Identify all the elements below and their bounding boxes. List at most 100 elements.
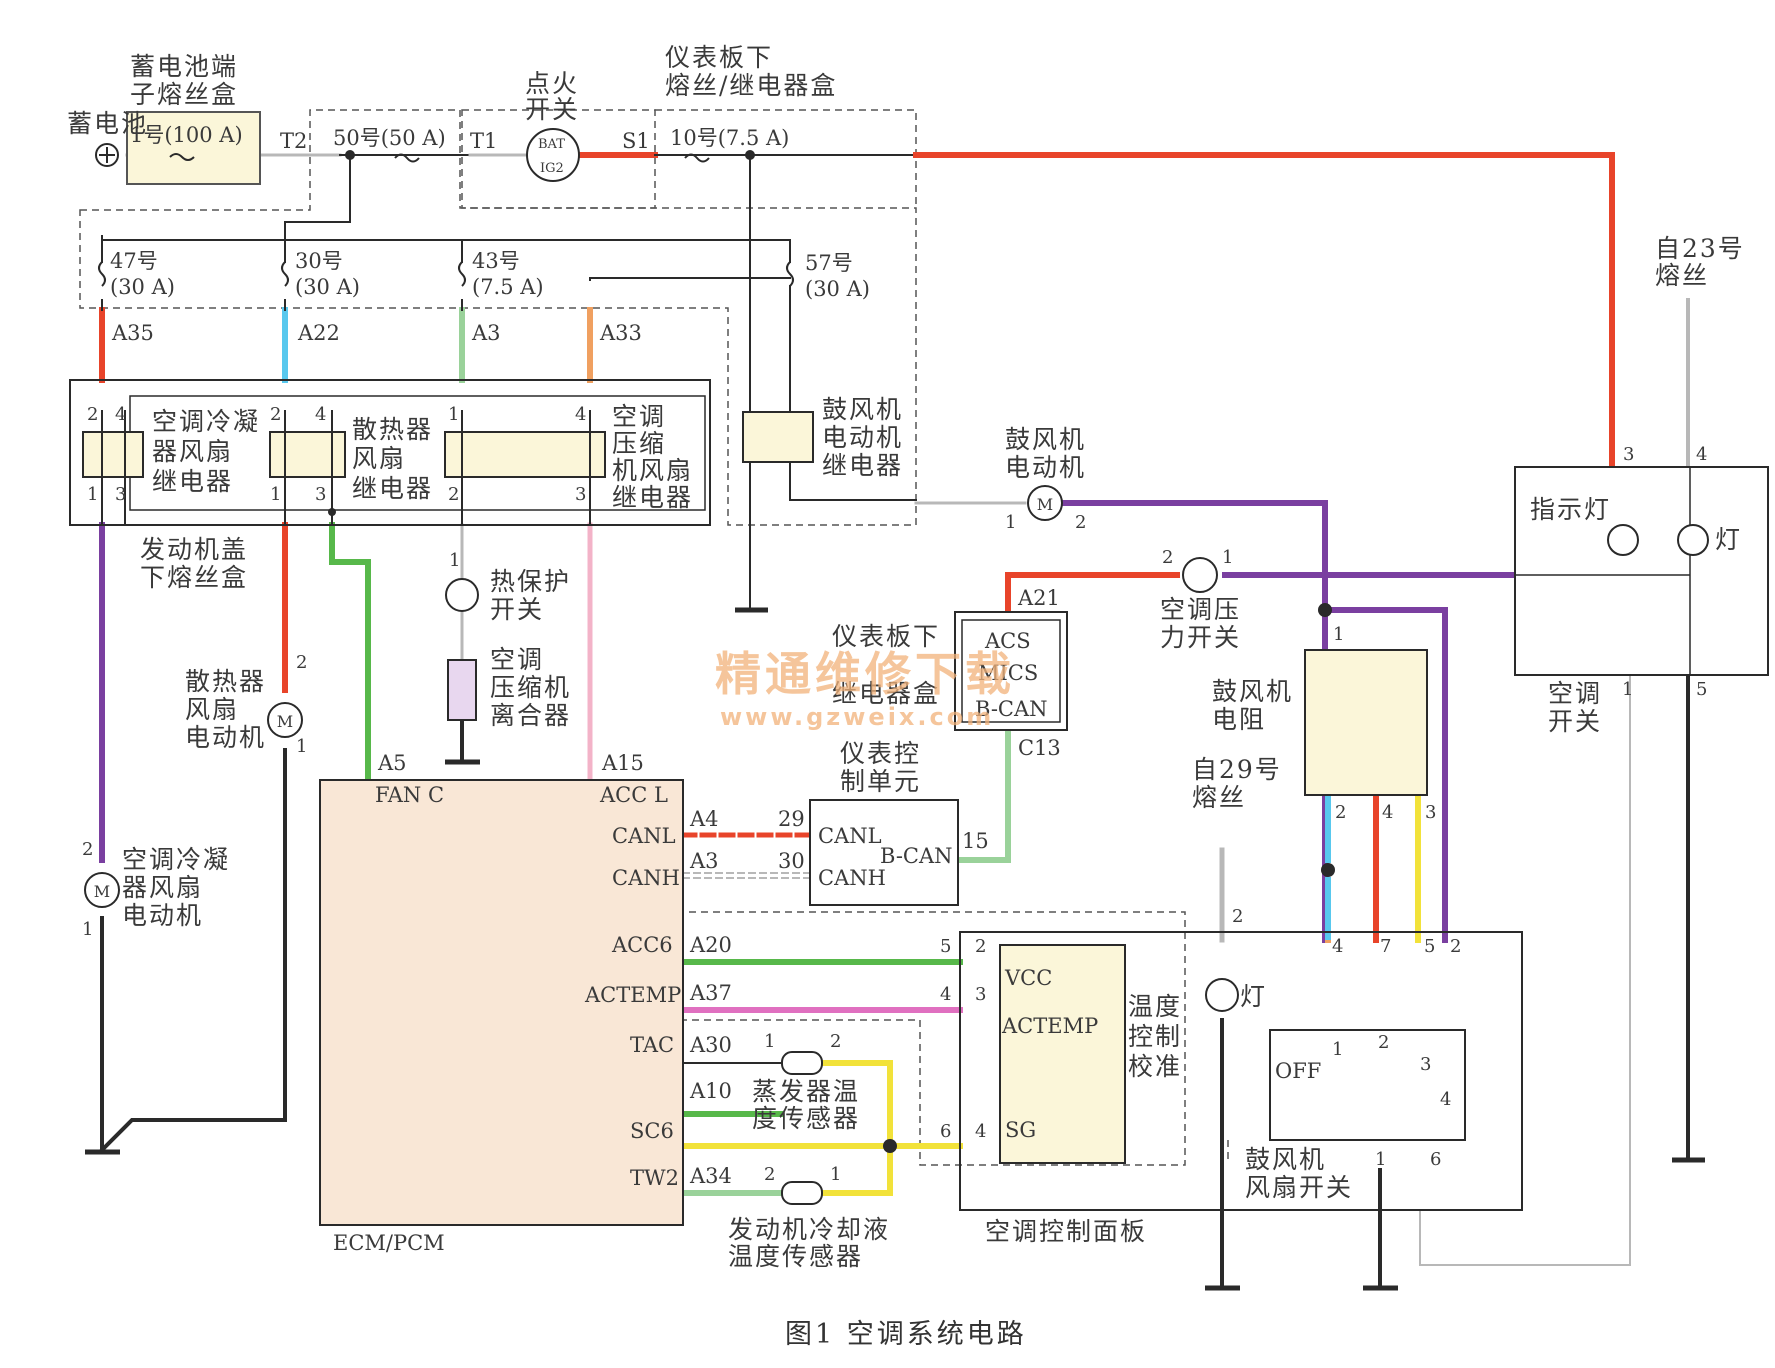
mics-label: MICS (978, 661, 1038, 685)
svg-text:6: 6 (1430, 1149, 1441, 1170)
svg-text:4: 4 (1696, 444, 1707, 465)
svg-text:3: 3 (315, 484, 326, 505)
cond-fan-motor-label-3: 电动机 (122, 901, 203, 930)
svg-text:4: 4 (940, 984, 951, 1005)
fuse-50-label: 50号(50 A) (333, 126, 446, 150)
from23-label-1: 自23号 (1655, 234, 1745, 263)
cond-fan-motor-label-2: 器风扇 (122, 873, 203, 902)
panel-actemp: ACTEMP (1001, 1014, 1098, 1038)
svg-text:1: 1 (1332, 1039, 1343, 1060)
blower-relay-label-1: 鼓风机 (822, 395, 903, 424)
evap-sensor-label-1: 蒸发器温 (752, 1077, 860, 1106)
comp-relay-label-4: 继电器 (612, 483, 693, 512)
rad-fan-motor-label-2: 风扇 (185, 695, 239, 724)
terminal-a22: A22 (297, 321, 340, 345)
c13-label: C13 (1018, 736, 1061, 760)
comp-relay-label-1: 空调 (612, 402, 666, 431)
ecm-a37: A37 (689, 981, 732, 1005)
fuse-30-label-2: (30 A) (295, 275, 360, 299)
cond-relay-label-2: 器风扇 (152, 437, 233, 466)
svg-text:2: 2 (270, 404, 281, 425)
sensors (781, 1051, 897, 1205)
evap-sensor-label-2: 度传感器 (752, 1104, 860, 1133)
ignition-switch-symbol[interactable] (526, 128, 580, 182)
svg-text:1: 1 (1622, 679, 1633, 700)
pressure-switch (1182, 557, 1218, 593)
svg-text:3: 3 (1420, 1054, 1431, 1075)
meter-pin30: 30 (778, 849, 805, 873)
cond-fan-motor-label-1: 空调冷凝 (122, 845, 230, 874)
svg-text:2: 2 (1162, 547, 1173, 568)
fuse-47-label-2: (30 A) (110, 275, 175, 299)
cond-relay-label-3: 继电器 (152, 467, 233, 496)
dash-box-label-2: 熔丝/继电器盒 (665, 71, 837, 100)
rad-fan-motor-label-1: 散热器 (185, 667, 266, 696)
meter-pin29: 29 (778, 807, 805, 831)
svg-text:4: 4 (315, 404, 326, 425)
fuse-57-label-1: 57号 (805, 251, 853, 275)
svg-text:M: M (277, 712, 293, 731)
meter-canl: CANL (818, 824, 882, 848)
svg-text:6: 6 (940, 1121, 951, 1142)
battery-label: 蓄电池 (67, 109, 148, 138)
dash-relay-box-2 (954, 611, 1068, 731)
watermark-url: www.gzweix.com (720, 703, 994, 731)
svg-text:1: 1 (448, 404, 459, 425)
svg-text:M: M (94, 882, 110, 901)
watermark-cn: 精通维修下载 (715, 647, 1015, 701)
ignition-label-1: 点火 (525, 69, 579, 98)
ac-switch-label-2: 开关 (1548, 707, 1602, 736)
svg-text:2: 2 (975, 936, 986, 957)
svg-text:4: 4 (1332, 936, 1343, 957)
ecm-a34: A34 (689, 1164, 732, 1188)
svg-text:2: 2 (82, 839, 93, 860)
svg-text:2: 2 (830, 1031, 841, 1052)
ecm-actemp: ACTEMP (584, 983, 681, 1007)
fuse-10-label: 10号(7.5 A) (670, 126, 789, 150)
meter-canh: CANH (818, 866, 886, 890)
labels: 蓄电池 蓄电池端 子熔丝盒 仪表板下 熔丝/继电器盒 发动机盖 下熔丝盒 1号(… (67, 43, 1745, 1271)
panel-vcc: VCC (1004, 966, 1052, 990)
pressure-switch-label-2: 力开关 (1160, 623, 1241, 652)
blower-motor-label-2: 电动机 (1005, 453, 1086, 482)
ecm-a20: A20 (689, 933, 732, 957)
battery-terminal (95, 143, 119, 167)
terminal-a35: A35 (111, 321, 154, 345)
thermal-switch-and-clutch (445, 578, 479, 721)
cond-relay-label-1: 空调冷凝 (152, 407, 260, 436)
watermark: 精通维修下载 www.gzweix.com (715, 647, 1015, 731)
ignition-ig2: IG2 (540, 161, 564, 176)
battery-fuse-box (126, 111, 261, 185)
coolant-sensor-label-2: 温度传感器 (728, 1242, 863, 1271)
comp-relay-label-3: 机风扇 (612, 456, 693, 485)
ac-switch-box[interactable] (1514, 466, 1769, 676)
blower-resistor-label-1: 鼓风机 (1212, 677, 1293, 706)
svg-text:2: 2 (87, 404, 98, 425)
panel-off: OFF (1275, 1059, 1321, 1083)
meter-unit-label-2: 制单元 (840, 767, 921, 796)
fuse-30-label-1: 30号 (295, 249, 343, 273)
ecm-canh: CANH (612, 866, 680, 890)
ecm-pcm-box (319, 779, 684, 1226)
dashed-enclosures (79, 109, 1229, 1166)
svg-text:7: 7 (1380, 936, 1391, 957)
svg-text:4: 4 (115, 404, 126, 425)
clutch-label-3: 离合器 (490, 701, 571, 730)
svg-text:1: 1 (1333, 624, 1344, 645)
ecm-a10: A10 (689, 1079, 732, 1103)
svg-text:1: 1 (449, 550, 460, 571)
blower-switch-label-1: 鼓风机 (1245, 1145, 1326, 1174)
battery-box-label-2: 子熔丝盒 (130, 80, 238, 109)
acs-label: ACS (984, 629, 1031, 653)
svg-text:1: 1 (82, 919, 93, 940)
terminal-t1: T1 (470, 129, 497, 153)
comp-relay-label-2: 压缩 (612, 429, 666, 458)
ecm-tw2: TW2 (630, 1166, 679, 1190)
svg-text:2: 2 (1335, 802, 1346, 823)
rad-fan-motor-label-3: 电动机 (185, 723, 266, 752)
clutch-label-1: 空调 (490, 645, 544, 674)
ecm-acc6: ACC6 (611, 933, 673, 957)
svg-text:4: 4 (1440, 1089, 1451, 1110)
svg-text:1: 1 (764, 1031, 775, 1052)
